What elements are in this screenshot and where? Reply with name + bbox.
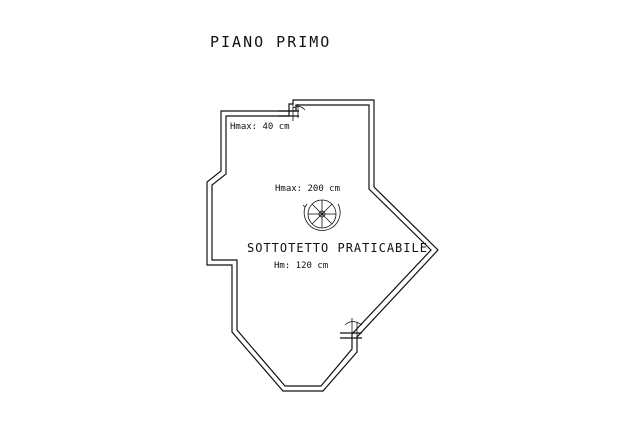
outer-wall — [206, 99, 439, 392]
room-name-label: SOTTOTETTO PRATICABILE — [247, 241, 428, 255]
center-height-label: Hmax: 200 cm — [275, 184, 340, 194]
plan-title: PIANO PRIMO — [210, 33, 331, 51]
window-icon — [279, 100, 306, 121]
corner-height-label: Hmax: 40 cm — [230, 122, 290, 132]
average-height-label: Hm: 120 cm — [274, 261, 328, 271]
window-icon — [340, 318, 363, 348]
spiral-staircase-icon — [302, 199, 341, 231]
